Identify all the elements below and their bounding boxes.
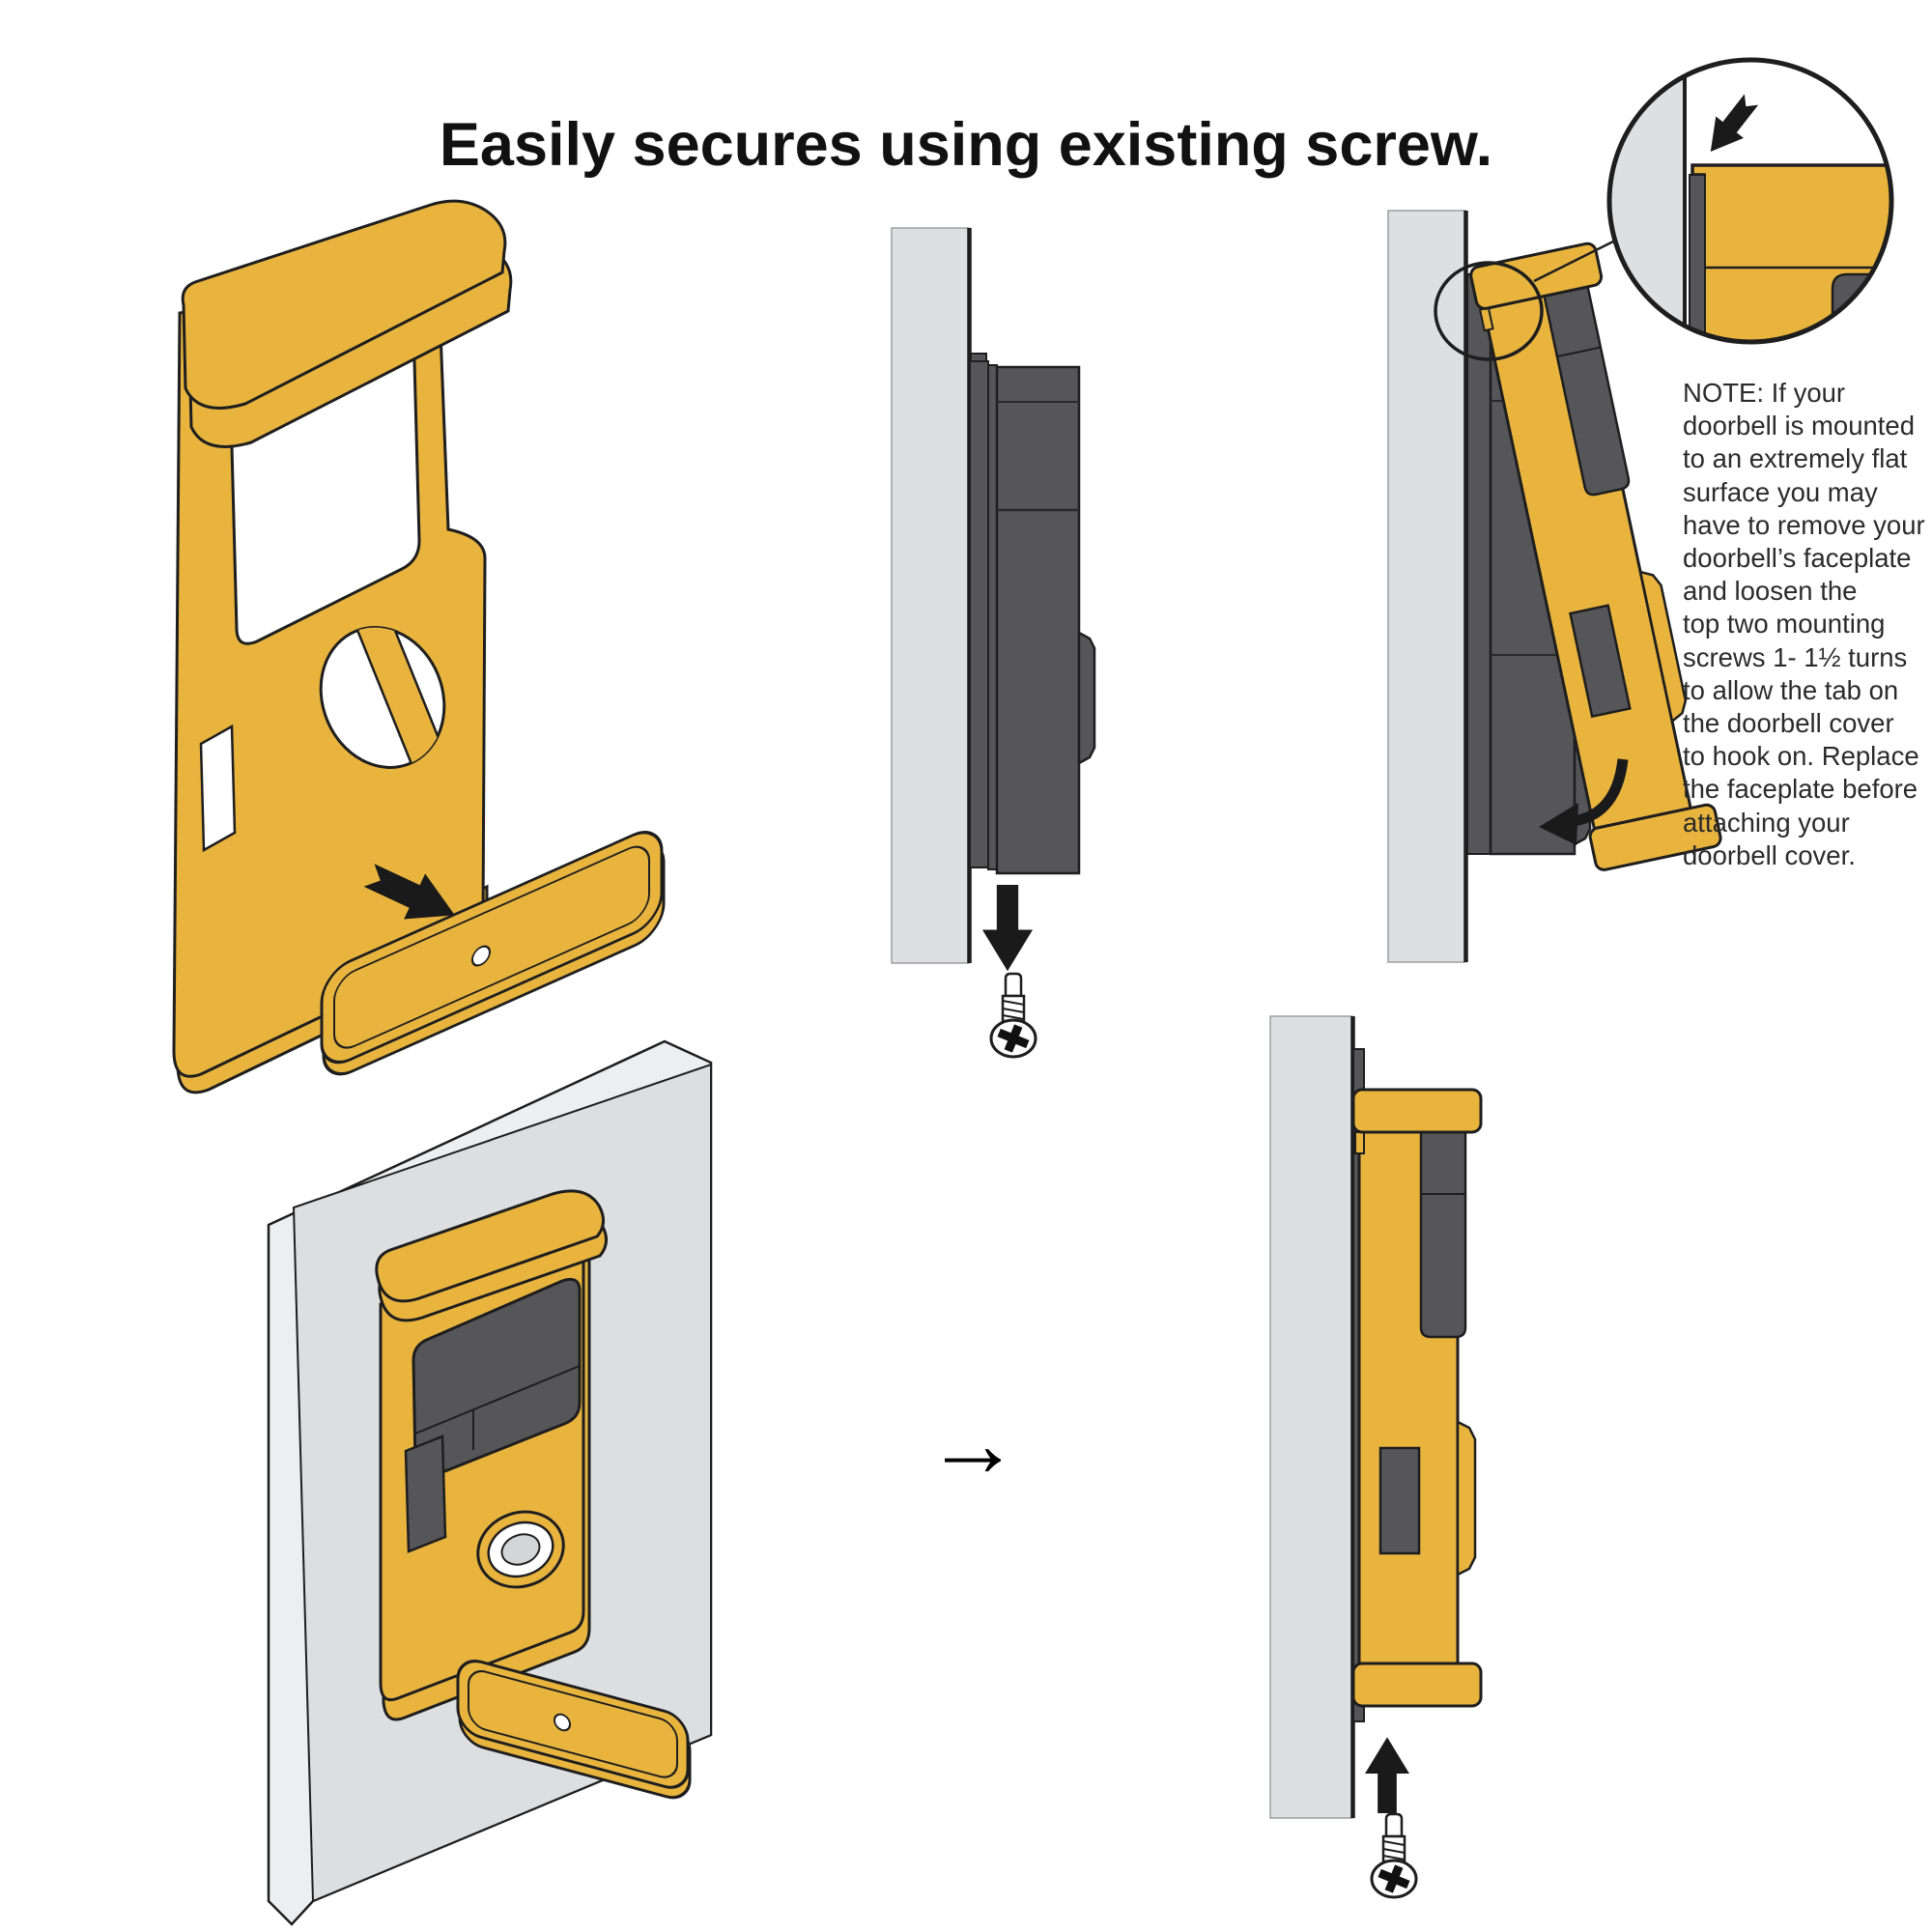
doorbell-side — [969, 353, 1096, 875]
right-arrow-glyph: → — [925, 1390, 1020, 1496]
wall — [1387, 210, 1466, 963]
cover-side-slot — [199, 724, 237, 853]
tray-screw-hole — [554, 1713, 571, 1732]
diagram-hook-cover — [1387, 57, 1894, 963]
diagram-cover-installed-front — [267, 1039, 713, 1926]
doorbell-button-side — [1077, 630, 1096, 766]
cover-hood-top — [375, 1189, 605, 1303]
doorbell-button — [476, 1510, 565, 1589]
screw-icon — [1370, 1812, 1418, 1899]
bottom-tray — [320, 831, 666, 1076]
diagram-exploded-cover — [172, 199, 666, 1094]
rotate-arrow-head — [1539, 803, 1578, 845]
diagram-cover-installed-side — [1269, 1015, 1483, 1899]
cover-hood-top — [181, 199, 507, 410]
up-arrow-icon — [1365, 1737, 1409, 1813]
diagram-doorbell-side-screw — [891, 227, 1096, 1059]
magnified-hook-tab — [1689, 174, 1706, 342]
installed-cover — [1351, 1088, 1483, 1708]
note-text: NOTE: If your doorbell is mounted to an … — [1683, 378, 1925, 870]
page-title: Easily secures using existing screw. — [439, 111, 1493, 180]
detail-callout-small-circle — [1434, 261, 1544, 361]
wall — [1269, 1015, 1353, 1819]
wall — [891, 227, 970, 964]
detail-callout-big-circle — [1606, 57, 1894, 345]
down-arrow-icon — [981, 885, 1034, 972]
screw-icon — [989, 972, 1037, 1059]
tray-screw-hole — [471, 945, 491, 967]
bottom-tray — [456, 1660, 692, 1800]
magnified-cover-section — [1690, 163, 1891, 342]
cover-side-slot — [404, 1435, 447, 1553]
callout-connector — [1533, 237, 1620, 283]
